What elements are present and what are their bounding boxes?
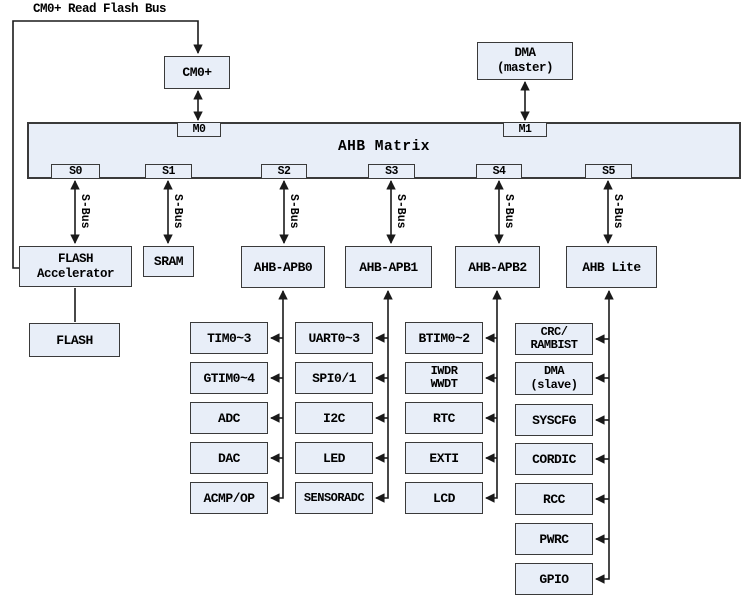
ahb-matrix-title: AHB Matrix <box>337 139 430 155</box>
node-rtc: RTC <box>405 402 483 434</box>
node-i2c: I2C <box>295 402 373 434</box>
node-pwrc: PWRC <box>515 523 593 555</box>
node-syscfg: SYSCFG <box>515 404 593 436</box>
node-dac: DAC <box>190 442 268 474</box>
sbus-label-s2: S-Bus <box>287 194 300 229</box>
node-gtim0-4: GTIM0~4 <box>190 362 268 394</box>
node-flash-accelerator: FLASH Accelerator <box>19 246 132 287</box>
node-label: (master) <box>496 61 554 75</box>
port-s2: S2 <box>261 164 307 179</box>
sbus-label-s0: S-Bus <box>78 194 91 229</box>
node-uart0-3: UART0~3 <box>295 322 373 354</box>
node-iwdr-wwdt: IWDR WWDT <box>405 362 483 394</box>
node-exti: EXTI <box>405 442 483 474</box>
node-label: DMA <box>514 46 536 60</box>
port-m0: M0 <box>177 122 221 137</box>
node-lcd: LCD <box>405 482 483 514</box>
wire-apb0-trunk <box>270 290 288 503</box>
sbus-label-s1: S-Bus <box>171 194 184 229</box>
node-gpio: GPIO <box>515 563 593 595</box>
node-ahb-apb0: AHB-APB0 <box>241 246 325 288</box>
node-spi0-1: SPI0/1 <box>295 362 373 394</box>
wire-read-flash-bus <box>13 21 203 268</box>
node-label: CM0+ <box>182 65 212 80</box>
wire-apb1-trunk <box>375 290 393 503</box>
node-dma-master: DMA (master) <box>477 42 573 80</box>
port-s1: S1 <box>145 164 192 179</box>
read-flash-bus-label: CM0+ Read Flash Bus <box>33 2 167 16</box>
node-acmp-op: ACMP/OP <box>190 482 268 514</box>
port-m1: M1 <box>503 122 547 137</box>
sbus-label-s4: S-Bus <box>502 194 515 229</box>
node-rcc: RCC <box>515 483 593 515</box>
node-adc: ADC <box>190 402 268 434</box>
node-ahb-apb2: AHB-APB2 <box>455 246 540 288</box>
wire-apb2-trunk <box>485 290 502 503</box>
node-sram: SRAM <box>143 246 194 277</box>
node-btim0-2: BTIM0~2 <box>405 322 483 354</box>
wire-ahblite-trunk <box>595 290 614 584</box>
node-cm0plus: CM0+ <box>164 56 230 89</box>
port-s4: S4 <box>476 164 522 179</box>
node-ahb-lite: AHB Lite <box>566 246 657 288</box>
sbus-label-s3: S-Bus <box>394 194 407 229</box>
node-sensoradc: SENSORADC <box>295 482 373 514</box>
node-crc-rambist: CRC/ RAMBIST <box>515 323 593 355</box>
node-flash: FLASH <box>29 323 120 357</box>
node-dma-slave: DMA (slave) <box>515 362 593 395</box>
node-tim0-3: TIM0~3 <box>190 322 268 354</box>
sbus-label-s5: S-Bus <box>611 194 624 229</box>
node-ahb-apb1: AHB-APB1 <box>345 246 432 288</box>
port-s0: S0 <box>51 164 100 179</box>
node-led: LED <box>295 442 373 474</box>
node-cordic: CORDIC <box>515 443 593 475</box>
port-s3: S3 <box>368 164 415 179</box>
port-s5: S5 <box>585 164 632 179</box>
